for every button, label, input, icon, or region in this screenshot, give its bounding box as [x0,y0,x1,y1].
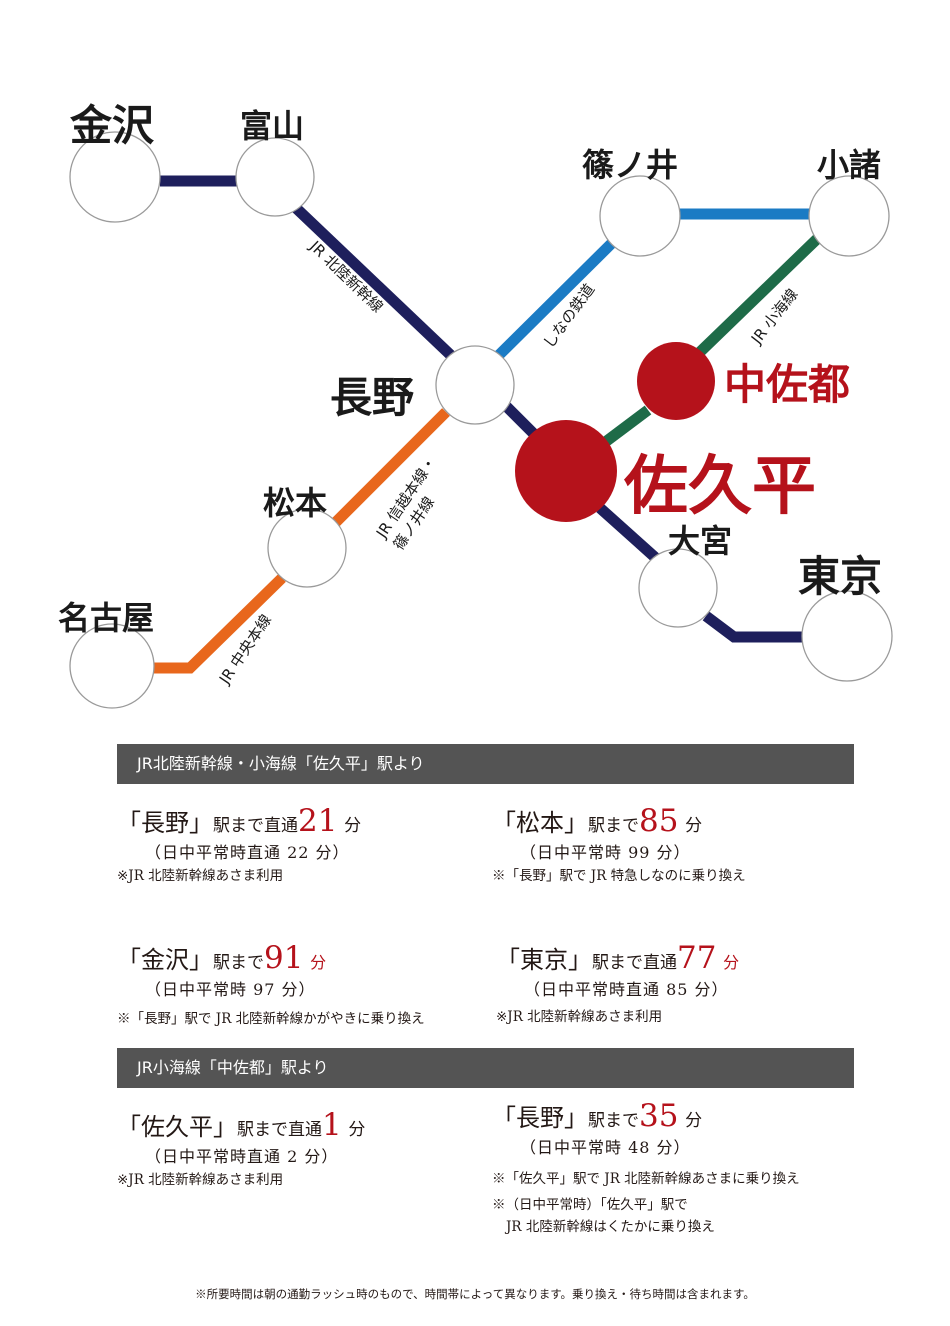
dest-label: 「佐久平」 [117,1113,237,1141]
station-nagoya-label: 名古屋 [58,599,155,637]
route-note: ※JR 北陸新幹線あさま利用 [117,868,284,884]
station-kanazawa-label: 金沢 [70,101,155,150]
station-nagoya-marker[interactable] [69,623,155,709]
line-shinano-nagano-shinonoi [494,239,616,360]
station-komoro-label: 小諸 [817,146,882,184]
route-note: ※「佐久平」駅で JR 北陸新幹線あさまに乗り換え [492,1171,800,1187]
dest-suffix: 駅まで [588,1111,639,1131]
station-tokyo-marker[interactable] [801,590,893,682]
minutes-unit: 分 [344,816,362,836]
station-tokyo-label: 東京 [798,552,883,601]
minutes-unit: 分 [348,1120,366,1140]
daytime-note: （日中平常時直通 85 分） [524,980,729,999]
station-omiya-label: 大宮 [668,522,733,560]
section-header-sakudaira: JR北陸新幹線・小海線「佐久平」駅より [117,744,854,784]
station-nagano-label: 長野 [330,373,415,422]
dest-suffix: 駅まで直通 [592,953,677,973]
station-komoro-marker[interactable] [808,175,890,257]
station-nakasato-label: 中佐都 [724,360,851,409]
dest-suffix: 駅まで [588,816,639,836]
line-chuo-matsumoto-nagoya [150,574,286,674]
route-map [69,131,893,709]
time-entry-kanazawa: 「金沢」駅まで91 分 （日中平常時 97 分） ※「長野」駅で JR 北陸新幹… [117,943,425,1030]
daytime-note: （日中平常時 97 分） [145,980,316,999]
line-hokuriku-sakudaira-omiya [596,503,662,565]
station-toyama-label: 富山 [240,107,305,145]
station-toyama-marker[interactable] [235,137,315,217]
dest-label: 「金沢」 [117,946,213,974]
station-omiya-marker[interactable] [638,548,718,628]
minutes-unit: 分 [685,1111,703,1131]
minutes-unit: 分 [723,953,740,972]
minutes-value: 91 [264,940,304,976]
station-shinonoi-label: 篠ノ井 [582,146,679,184]
line-koumi-nakasato-sakudaira [596,405,652,451]
time-entry-nagano-2: 「長野」駅まで35 分 （日中平常時 48 分） ※「佐久平」駅で JR 北陸新… [492,1101,800,1238]
time-entry-sakudaira: 「佐久平」駅まで直通1 分 （日中平常時直通 2 分） ※JR 北陸新幹線あさま… [117,1110,365,1191]
route-note-2: ※（日中平常時）「佐久平」駅で [492,1197,688,1213]
station-matsumoto-label: 松本 [263,484,328,522]
time-entry-nagano: 「長野」駅まで直通21 分 （日中平常時直通 22 分） ※JR 北陸新幹線あさ… [117,806,361,887]
minutes-unit: 分 [310,953,327,972]
route-note: ※JR 北陸新幹線あさま利用 [496,1009,663,1025]
time-entry-tokyo: 「東京」駅まで直通77 分 （日中平常時直通 85 分） ※JR 北陸新幹線あさ… [496,943,739,1028]
dest-suffix: 駅まで直通 [237,1120,322,1140]
station-sakudaira-label: 佐久平 [624,450,816,524]
daytime-note: （日中平常時 99 分） [520,843,691,862]
dest-suffix: 駅まで [213,953,264,973]
route-note: ※「長野」駅で JR 北陸新幹線かがやきに乗り換え [117,1011,425,1027]
route-note: ※JR 北陸新幹線あさま利用 [117,1172,284,1188]
dest-label: 「東京」 [496,946,592,974]
daytime-note: （日中平常時 48 分） [520,1138,691,1157]
minutes-value: 77 [677,940,717,976]
daytime-note: （日中平常時直通 2 分） [145,1147,339,1166]
minutes-value: 85 [639,803,679,839]
time-entry-matsumoto: 「松本」駅まで85 分 （日中平常時 99 分） ※「長野」駅で JR 特急しな… [492,806,746,887]
station-shinonoi-marker[interactable] [599,175,681,257]
dest-label: 「長野」 [117,809,213,837]
footnote: ※所要時間は朝の通勤ラッシュ時のもので、時間帯によって異なります。乗り換え・待ち… [195,1287,755,1301]
line-hokuriku-nagano-sakudaira [502,402,540,440]
minutes-value: 1 [322,1107,342,1143]
line-shinetsu-nagano-matsumoto [326,408,450,532]
station-kanazawa-marker[interactable] [69,131,161,223]
station-nakasato-marker[interactable] [637,342,715,420]
dest-label: 「長野」 [492,1104,588,1132]
route-note-3: JR 北陸新幹線はくたかに乗り換え [506,1219,715,1235]
minutes-value: 21 [298,803,338,839]
station-nagano-marker[interactable] [435,345,515,425]
dest-suffix: 駅まで直通 [213,816,298,836]
station-sakudaira-marker[interactable] [515,420,617,522]
daytime-note: （日中平常時直通 22 分） [145,843,350,862]
minutes-value: 35 [639,1098,679,1134]
section-header-nakasato: JR小海線「中佐都」駅より [117,1048,854,1088]
dest-label: 「松本」 [492,809,588,837]
line-hokuriku-toyama-nagano [292,204,464,368]
minutes-unit: 分 [685,816,703,836]
line-hokuriku-omiya-tokyo [702,611,803,643]
station-matsumoto-marker[interactable] [267,508,347,588]
line-koumi-komoro-nakasato [696,234,822,356]
route-note: ※「長野」駅で JR 特急しなのに乗り換え [492,868,746,884]
